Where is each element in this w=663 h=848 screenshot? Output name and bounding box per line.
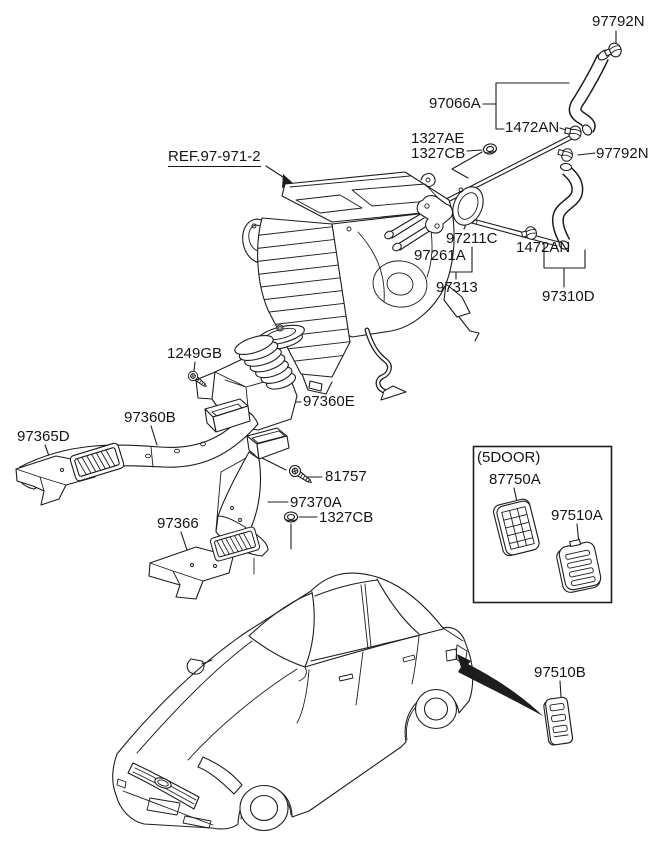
center-duct-drawing xyxy=(195,324,305,431)
rear-vent-drawing xyxy=(543,696,573,746)
part-label-97365d: 97365D xyxy=(17,428,70,445)
part-label-97261a: 97261A xyxy=(414,247,466,264)
five-door-box xyxy=(472,445,613,604)
part-label-97313: 97313 xyxy=(436,279,478,296)
part-label-1472an-top: 1472AN xyxy=(505,119,560,136)
car-drawing xyxy=(112,572,474,832)
part-label-97211c: 97211C xyxy=(446,230,498,247)
part-label-97360e: 97360E xyxy=(303,393,355,410)
part-label-87750a: 87750A xyxy=(489,471,541,488)
tube-assembly-drawing xyxy=(384,195,454,252)
part-label-97510b: 97510B xyxy=(534,664,586,681)
five-door-grille-drawing xyxy=(492,498,540,557)
gasket-drawing xyxy=(452,186,484,226)
five-door-vent-drawing xyxy=(556,538,602,593)
part-label-1327cb-top: 1327CB xyxy=(411,145,466,162)
part-label-1249gb: 1249GB xyxy=(167,345,223,362)
part-label-1327cb-low: 1327CB xyxy=(319,509,374,526)
part-label-97370a: 97370A xyxy=(290,494,342,511)
part-label-ref: REF.97-971-2 xyxy=(168,148,261,167)
part-label-1327ae: 1327AE xyxy=(411,130,465,147)
part-label-97066a: 97066A xyxy=(429,95,481,112)
upper-nut-drawing xyxy=(482,142,498,156)
part-label-97792n-right: 97792N xyxy=(596,145,649,162)
part-label-97310d: 97310D xyxy=(542,288,595,305)
front-floor-duct-drawing xyxy=(15,441,126,506)
rear-vent-arrow xyxy=(457,654,543,716)
part-label-97360b: 97360B xyxy=(124,409,176,426)
lower-screw-drawing xyxy=(286,462,316,488)
lower-nut-drawing xyxy=(283,511,299,523)
part-label-97510a: 97510A xyxy=(551,507,603,524)
part-label-97792n-top: 97792N xyxy=(592,13,645,30)
five-door-box-title: (5DOOR) xyxy=(477,449,541,466)
heater-unit-drawing xyxy=(242,171,480,401)
lower-hose-drawing xyxy=(520,146,584,250)
part-label-81757: 81757 xyxy=(325,468,367,485)
vertical-duct-drawing xyxy=(209,427,290,575)
upper-hose-drawing xyxy=(563,40,624,142)
part-label-1472an-low: 1472AN xyxy=(516,239,571,256)
part-label-97366: 97366 xyxy=(157,515,199,532)
